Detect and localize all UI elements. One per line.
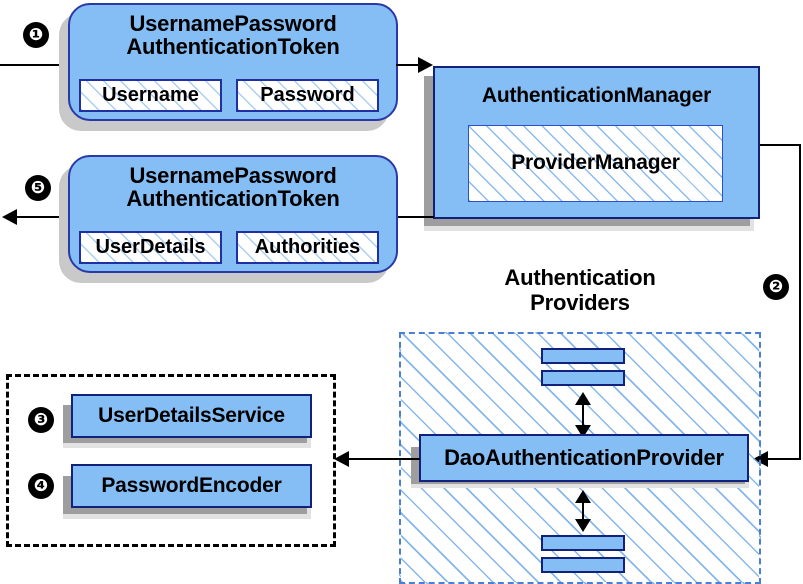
- response-outgoing-arrowhead: [2, 209, 17, 225]
- authentication-manager-title: AuthenticationManager: [481, 84, 712, 107]
- providers-group-label-line2: Providers: [530, 290, 630, 315]
- provider-to-services-line: [348, 458, 420, 460]
- other-provider-bar-bottom-1: [541, 535, 625, 551]
- passwordencoder-box: PasswordEncoder: [71, 464, 312, 508]
- request-token-field-username: Username: [79, 79, 222, 112]
- step-badge-1: ❶: [23, 22, 49, 48]
- passwordencoder-label: PasswordEncoder: [101, 473, 282, 497]
- response-outgoing-line: [15, 216, 73, 218]
- response-token-title-line1: UsernamePassword: [129, 163, 337, 188]
- step-badge-3: ❸: [28, 407, 54, 433]
- manager-to-provider-line-top: [760, 144, 801, 146]
- other-provider-bar-top-1: [541, 348, 625, 364]
- incoming-request-line: [0, 64, 72, 66]
- step-badge-2: ❷: [763, 274, 789, 300]
- provider-to-services-arrowhead: [334, 451, 349, 467]
- response-token-field-authorities: Authorities: [236, 231, 379, 264]
- other-provider-bar-bottom-2: [541, 557, 625, 573]
- request-token-field-password: Password: [236, 79, 379, 112]
- userdetailsservice-label: UserDetailsService: [98, 403, 285, 427]
- services-group-container: [6, 374, 336, 547]
- token-to-manager-line: [396, 64, 420, 66]
- request-token-title-line1: UsernamePassword: [129, 11, 337, 36]
- manager-to-provider-line-bottom: [765, 458, 801, 460]
- providers-group-label-line1: Authentication: [504, 265, 656, 290]
- step-badge-4: ❹: [28, 473, 54, 499]
- userdetailsservice-box: UserDetailsService: [71, 394, 312, 438]
- provider-manager-label: ProviderManager: [511, 151, 680, 175]
- dao-provider-box: DaoAuthenticationProvider: [419, 434, 749, 482]
- top-provider-connector-line: [582, 397, 584, 429]
- bottom-provider-arrow-down: [575, 519, 591, 532]
- bottom-provider-connector-line: [582, 495, 584, 523]
- response-token-title-line2: AuthenticationToken: [126, 186, 340, 212]
- token-to-manager-arrowhead: [418, 57, 433, 73]
- provider-manager-box: ProviderManager: [468, 125, 723, 202]
- dao-provider-label: DaoAuthenticationProvider: [444, 445, 724, 471]
- manager-to-response-line: [398, 216, 434, 218]
- other-provider-bar-top-2: [541, 370, 625, 386]
- request-token-title-line2: AuthenticationToken: [126, 34, 340, 60]
- step-badge-5: ❺: [25, 175, 51, 201]
- response-token-field-userdetails: UserDetails: [79, 231, 222, 264]
- manager-to-provider-line-vertical: [799, 144, 801, 459]
